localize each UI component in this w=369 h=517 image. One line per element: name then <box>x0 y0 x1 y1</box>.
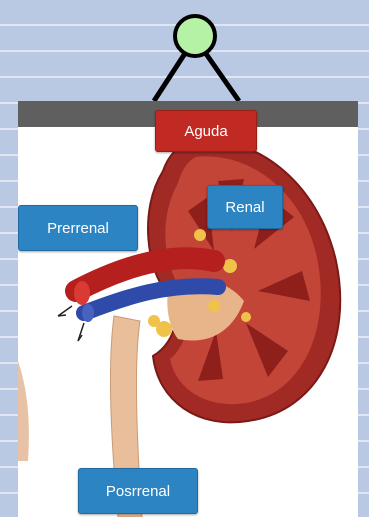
label-prerrenal: Prerrenal <box>18 205 138 251</box>
kidney-illustration <box>18 101 358 517</box>
label-renal: Renal <box>207 185 283 229</box>
kidney-diagram-card: Aguda Renal Prerrenal Posrrenal <box>18 101 358 517</box>
label-aguda: Aguda <box>155 110 257 152</box>
connector-node <box>140 0 250 110</box>
label-posrrenal: Posrrenal <box>78 468 198 514</box>
